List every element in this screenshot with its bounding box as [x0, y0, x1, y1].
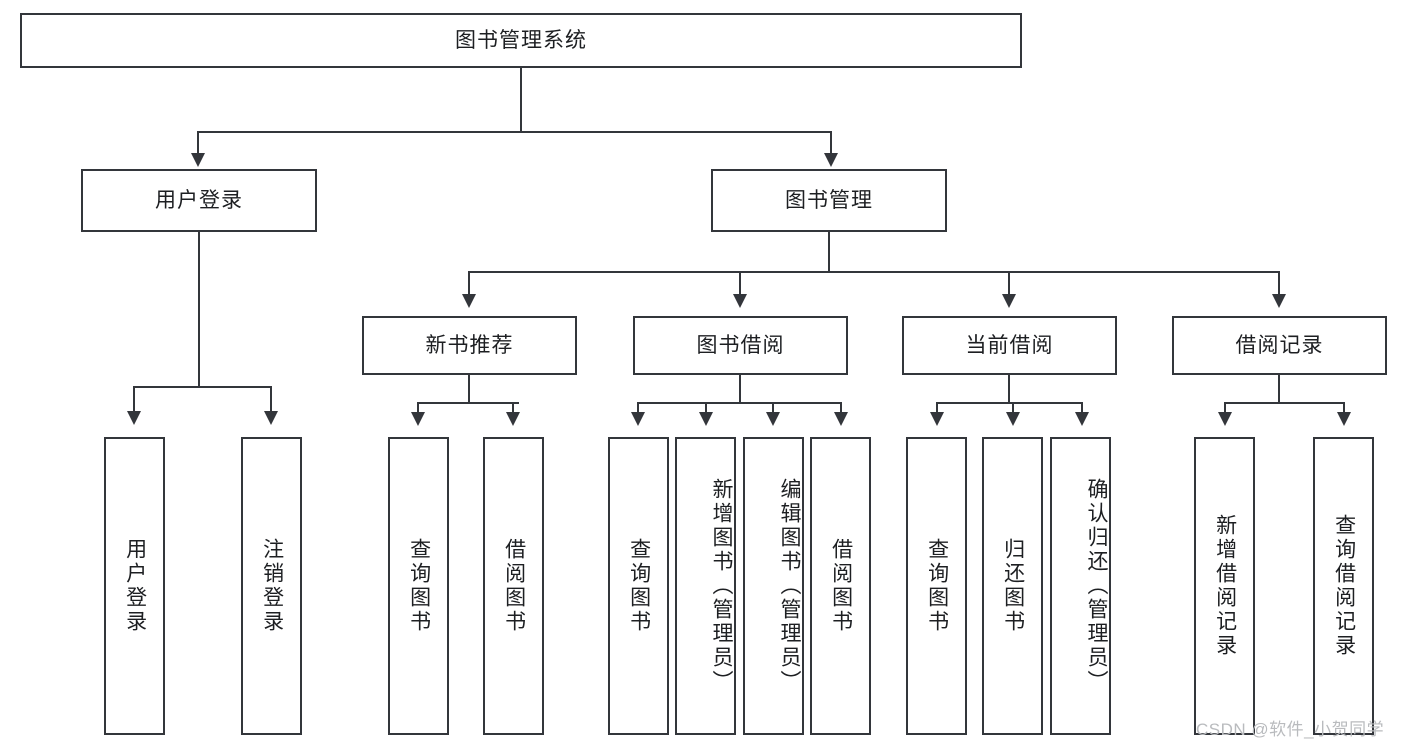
leaf-borrow-record-query-record[interactable]: 查询借阅记录 [1313, 437, 1374, 735]
arrowhead-user-login-leaf-1 [127, 411, 141, 425]
connector-borrow-record-trunk [1278, 375, 1280, 403]
connector-book-borrow-drop-4 [840, 402, 842, 414]
connector-current-borrow-drop-1 [936, 402, 938, 414]
leaf-borrow-record-add-record[interactable]: 新增借阅记录 [1194, 437, 1255, 735]
node-book-management[interactable]: 图书管理 [711, 169, 947, 232]
arrowhead-bm-to-borrow-record [1272, 294, 1286, 308]
arrowhead-borrow-record-leaf-2 [1337, 412, 1351, 426]
watermark-text: CSDN @软件_小贺同学 [1196, 720, 1385, 739]
connector-book-borrow-drop-1 [637, 402, 639, 414]
connector-user-login-trunk [198, 232, 200, 387]
connector-book-management-trunk [828, 232, 830, 272]
arrowhead-bm-to-current-borrow [1002, 294, 1016, 308]
leaf-user-login-login[interactable]: 用户登录 [104, 437, 165, 735]
connector-user-login-bus [133, 386, 270, 388]
leaf-new-book-query-book[interactable]: 查询图书 [388, 437, 449, 735]
leaf-new-book-borrow-book[interactable]: 借阅图书 [483, 437, 544, 735]
arrowhead-root-to-user-login [191, 153, 205, 167]
connector-current-borrow-trunk [1008, 375, 1010, 403]
connector-book-borrow-trunk [739, 375, 741, 403]
connector-new-book-trunk [468, 375, 470, 403]
arrowhead-user-login-leaf-2 [264, 411, 278, 425]
arrowhead-book-borrow-leaf-1 [631, 412, 645, 426]
arrowhead-current-borrow-leaf-3 [1075, 412, 1089, 426]
connector-user-login-drop-2 [270, 386, 272, 413]
connector-bm-drop-new-book [468, 271, 470, 296]
node-current-borrow[interactable]: 当前借阅 [902, 316, 1117, 375]
connector-new-book-bus [417, 402, 519, 404]
connector-new-book-drop-1 [417, 402, 419, 414]
arrowhead-current-borrow-leaf-1 [930, 412, 944, 426]
connector-current-borrow-drop-3 [1081, 402, 1083, 414]
leaf-book-borrow-edit-book-admin[interactable]: 编辑图书（管理员） [743, 437, 804, 735]
connector-book-borrow-drop-3 [772, 402, 774, 414]
connector-bm-drop-borrow-record [1278, 271, 1280, 296]
connector-new-book-drop-2 [512, 402, 514, 414]
arrowhead-book-borrow-leaf-4 [834, 412, 848, 426]
arrowhead-new-book-leaf-2 [506, 412, 520, 426]
node-new-book-recommend[interactable]: 新书推荐 [362, 316, 577, 375]
connector-root-trunk [520, 68, 522, 132]
leaf-current-borrow-confirm-return-admin[interactable]: 确认归还（管理员） [1050, 437, 1111, 735]
connector-book-management-bus [468, 271, 1280, 273]
connector-current-borrow-bus [936, 402, 1081, 404]
connector-bm-drop-book-borrow [739, 271, 741, 296]
arrowhead-current-borrow-leaf-2 [1006, 412, 1020, 426]
connector-borrow-record-drop-2 [1343, 402, 1345, 414]
arrowhead-borrow-record-leaf-1 [1218, 412, 1232, 426]
leaf-user-login-logout[interactable]: 注销登录 [241, 437, 302, 735]
leaf-book-borrow-query-book[interactable]: 查询图书 [608, 437, 669, 735]
connector-borrow-record-drop-1 [1224, 402, 1226, 414]
arrowhead-root-to-book-management [824, 153, 838, 167]
node-book-borrow[interactable]: 图书借阅 [633, 316, 848, 375]
connector-book-borrow-bus [637, 402, 840, 404]
arrowhead-new-book-leaf-1 [411, 412, 425, 426]
arrowhead-bm-to-book-borrow [733, 294, 747, 308]
connector-root-bus [197, 131, 832, 133]
arrowhead-bm-to-new-book-recommend [462, 294, 476, 308]
node-root-book-management-system[interactable]: 图书管理系统 [20, 13, 1022, 68]
leaf-book-borrow-borrow-book[interactable]: 借阅图书 [810, 437, 871, 735]
connector-bm-drop-current-borrow [1008, 271, 1010, 296]
node-user-login[interactable]: 用户登录 [81, 169, 317, 232]
connector-borrow-record-bus [1224, 402, 1344, 404]
leaf-current-borrow-query-book[interactable]: 查询图书 [906, 437, 967, 735]
arrowhead-book-borrow-leaf-3 [766, 412, 780, 426]
leaf-book-borrow-add-book-admin[interactable]: 新增图书（管理员） [675, 437, 736, 735]
connector-user-login-drop-1 [133, 386, 135, 413]
connector-root-to-book-management [830, 131, 832, 155]
leaf-current-borrow-return-book[interactable]: 归还图书 [982, 437, 1043, 735]
connector-current-borrow-drop-2 [1012, 402, 1014, 414]
connector-root-to-user-login [197, 131, 199, 155]
node-borrow-record[interactable]: 借阅记录 [1172, 316, 1387, 375]
arrowhead-book-borrow-leaf-2 [699, 412, 713, 426]
connector-book-borrow-drop-2 [705, 402, 707, 414]
